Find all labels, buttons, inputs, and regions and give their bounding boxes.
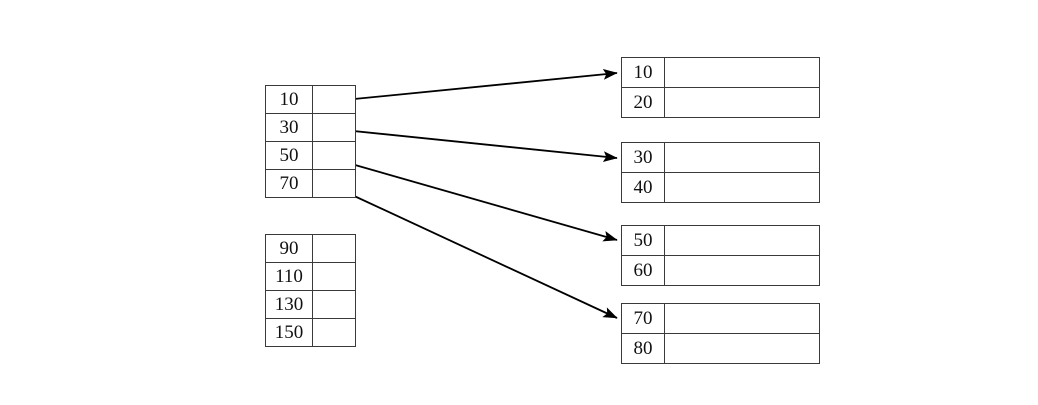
key-cell: 10: [265, 85, 313, 114]
record-cell: [664, 255, 820, 286]
key-cell: 80: [621, 333, 665, 364]
pointer-cell: [312, 169, 356, 198]
table-row: 70: [621, 303, 820, 334]
key-cell: 90: [265, 234, 313, 263]
table-row: 70: [265, 169, 356, 198]
pointer-cell: [312, 318, 356, 347]
pointer-cell: [312, 141, 356, 170]
record-cell: [664, 303, 820, 334]
table-row: 50: [265, 141, 356, 170]
table-row: 110: [265, 262, 356, 291]
record-cell: [664, 333, 820, 364]
record-cell: [664, 225, 820, 256]
record-cell: [664, 172, 820, 203]
table-row: 150: [265, 318, 356, 347]
pointer-cell: [312, 234, 356, 263]
table-row: 10: [621, 57, 820, 88]
pointer-arrow-50: [333, 158, 618, 242]
key-cell: 50: [621, 225, 665, 256]
table-row: 40: [621, 172, 820, 203]
table-row: 20: [621, 87, 820, 118]
key-cell: 130: [265, 290, 313, 319]
table-row: 30: [265, 113, 356, 142]
table-row: 10: [265, 85, 356, 114]
record-cell: [664, 142, 820, 173]
key-cell: 50: [265, 141, 313, 170]
table-row: 30: [621, 142, 820, 173]
pointer-cell: [312, 85, 356, 114]
key-cell: 10: [621, 57, 665, 88]
pointer-arrow-30: [333, 128, 618, 162]
key-cell: 40: [621, 172, 665, 203]
table-row: 60: [621, 255, 820, 286]
key-cell: 110: [265, 262, 313, 291]
pointer-cell: [312, 262, 356, 291]
key-cell: 70: [621, 303, 665, 334]
key-cell: 20: [621, 87, 665, 118]
table-row: 50: [621, 225, 820, 256]
table-row: 80: [621, 333, 820, 364]
pointer-arrow-70: [336, 187, 618, 319]
key-cell: 150: [265, 318, 313, 347]
pointer-arrow-10: [333, 68, 618, 102]
key-cell: 70: [265, 169, 313, 198]
pointer-cell: [312, 290, 356, 319]
record-cell: [664, 57, 820, 88]
record-cell: [664, 87, 820, 118]
key-cell: 30: [621, 142, 665, 173]
table-row: 130: [265, 290, 356, 319]
key-cell: 30: [265, 113, 313, 142]
pointer-cell: [312, 113, 356, 142]
table-row: 90: [265, 234, 356, 263]
key-cell: 60: [621, 255, 665, 286]
